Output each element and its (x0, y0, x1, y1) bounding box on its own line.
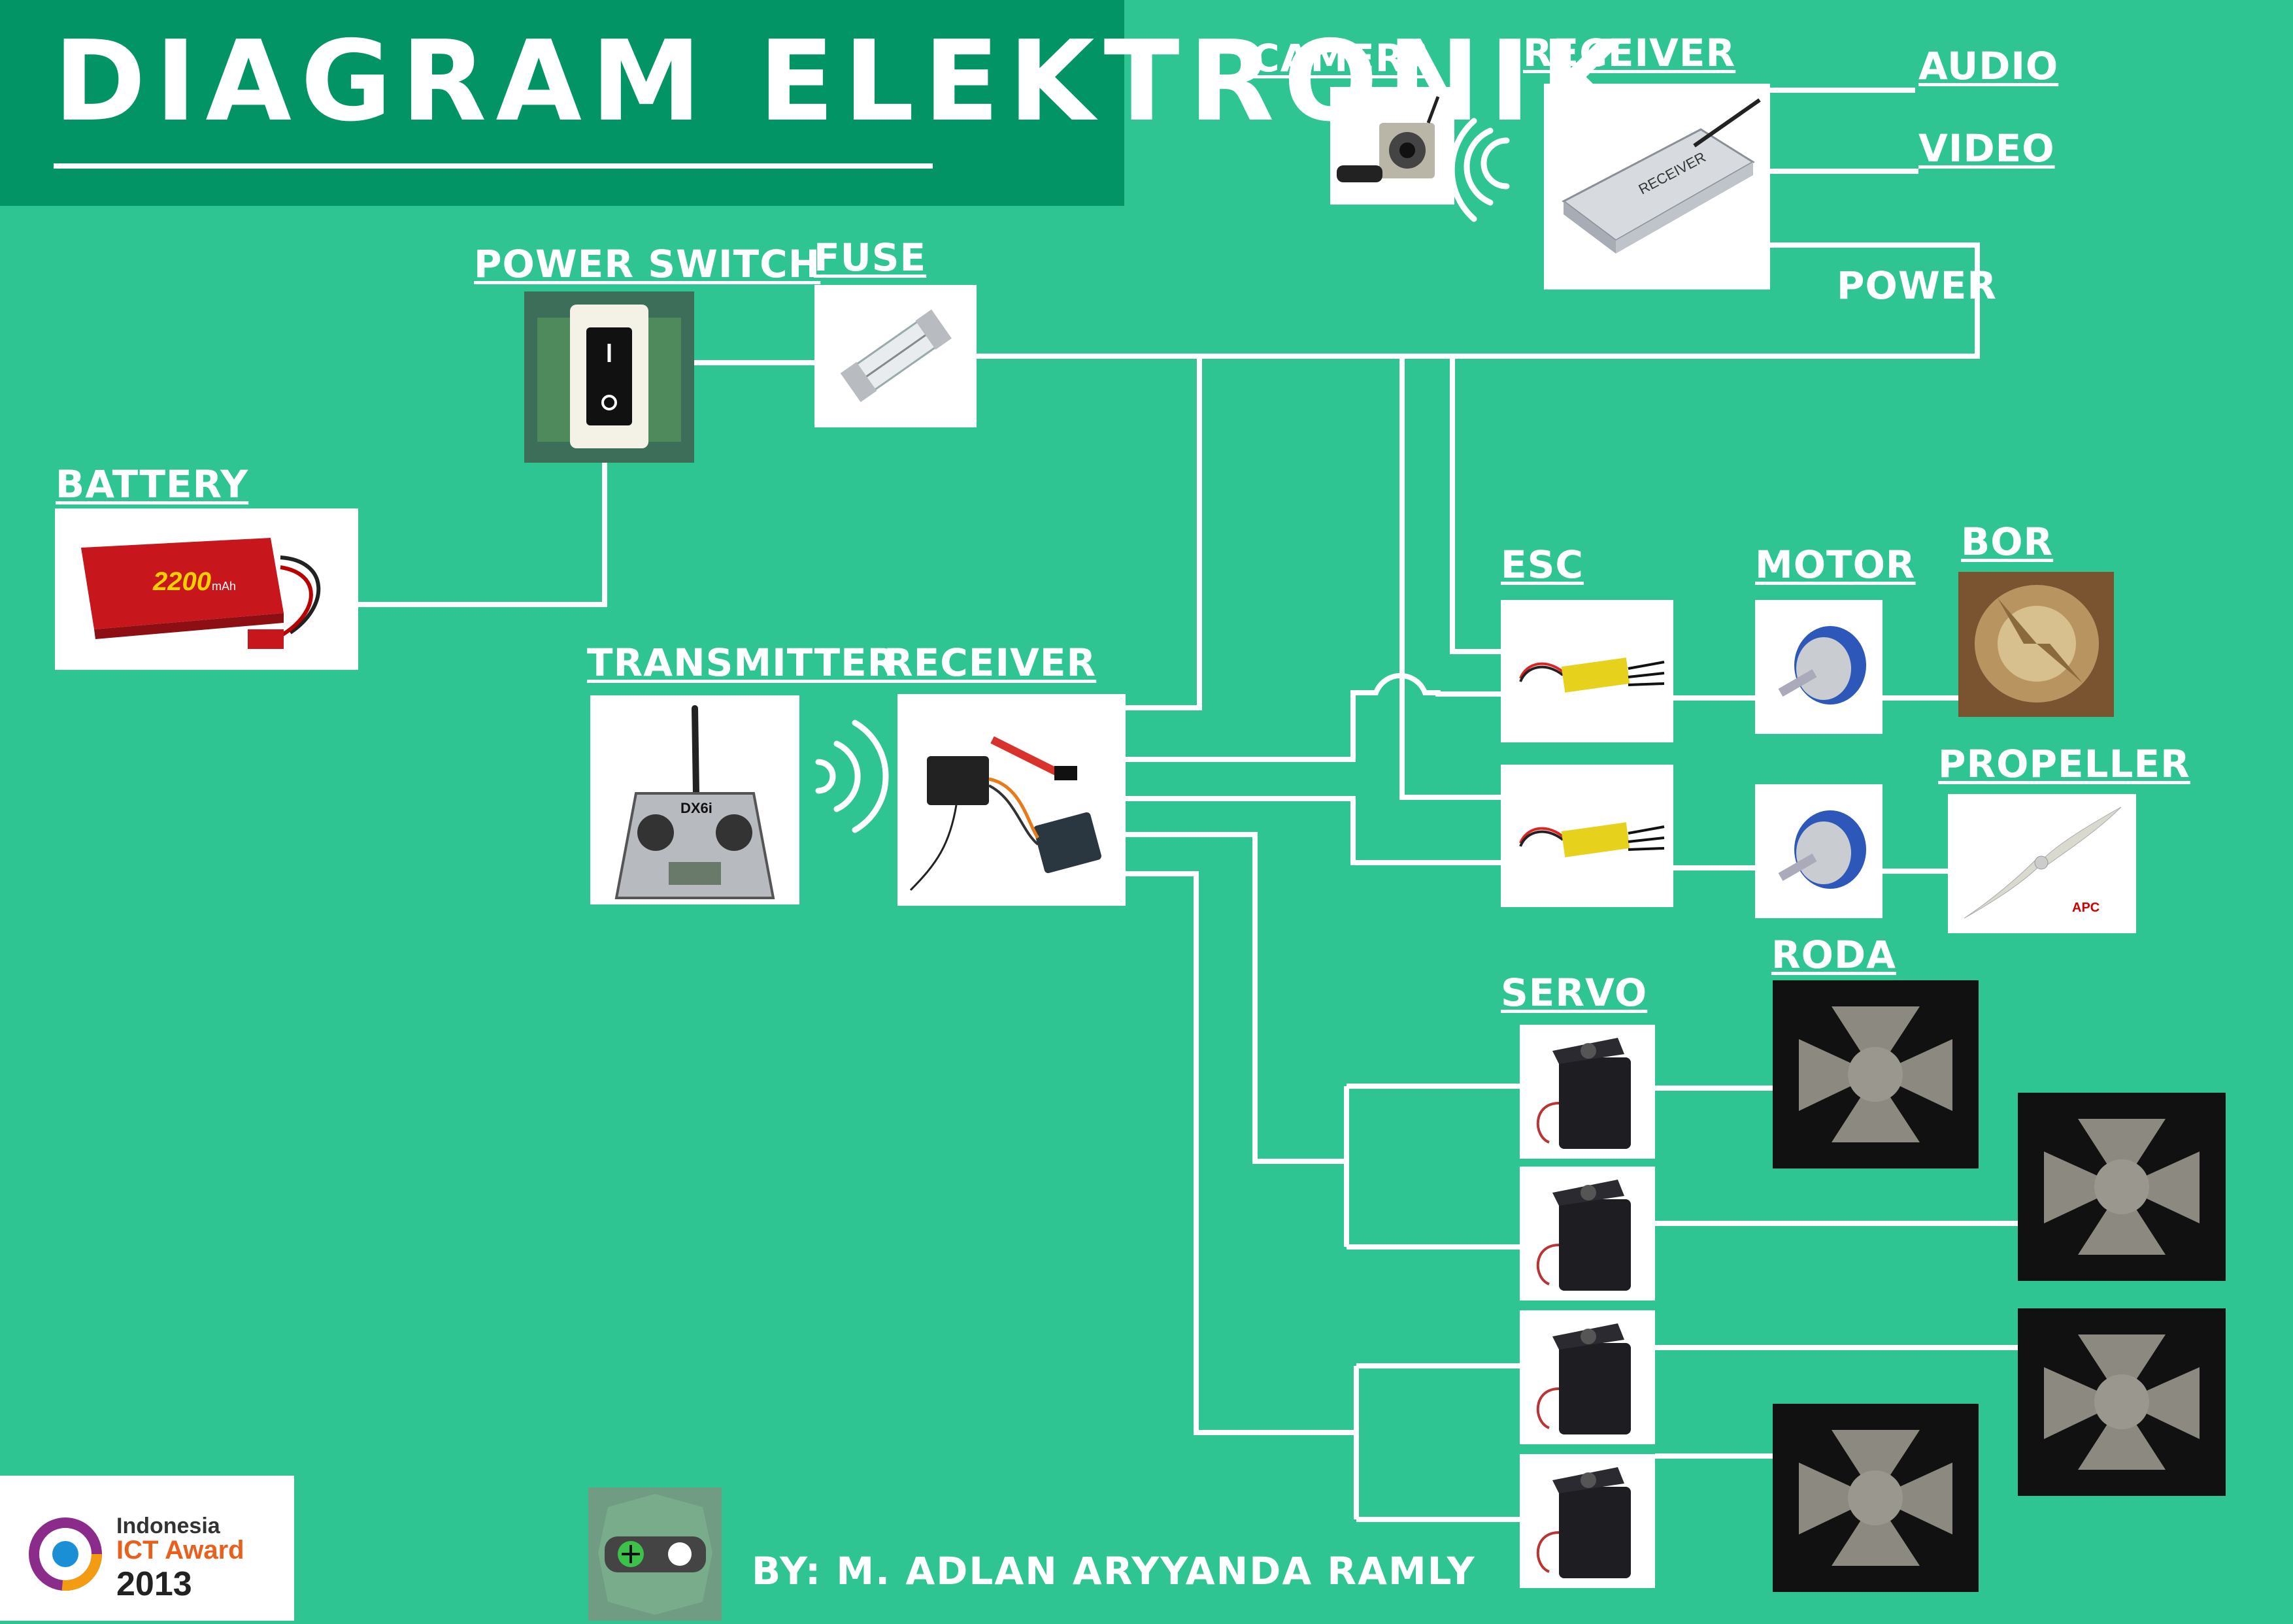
wheel-2-icon (2044, 1119, 2200, 1255)
servo-4-image (1520, 1454, 1655, 1588)
camera-image (1330, 87, 1454, 205)
wheel-3-icon (2044, 1334, 2200, 1470)
label-roda: RODA (1771, 933, 1896, 977)
servo-1-icon (1536, 1038, 1631, 1149)
robot-icon (588, 1487, 722, 1621)
esc-2-icon (1519, 822, 1665, 857)
roda-2-image (2018, 1093, 2226, 1281)
wire-rc-servo-group1 (1126, 832, 1347, 1164)
fuse-image (814, 285, 977, 427)
label-audio: AUDIO (1918, 44, 2059, 88)
servo-3-icon (1536, 1323, 1631, 1434)
esc-1-icon (1519, 657, 1665, 693)
power-switch-image (524, 291, 694, 463)
label-battery: BATTERY (56, 462, 249, 506)
motor-2-image (1755, 784, 1883, 918)
ict-award-emblem-icon (29, 1517, 102, 1591)
bor-image (1958, 572, 2114, 717)
motor-1-icon (1778, 626, 1866, 704)
servo-4-icon (1536, 1467, 1631, 1578)
battery-icon: 2200 mAh (81, 538, 321, 649)
transmitter-model-text: DX6i (680, 800, 712, 816)
propeller-image: APC (1948, 794, 2136, 933)
label-camera: CAMERA (1252, 36, 1435, 80)
wire-battery-switch (358, 461, 607, 607)
propeller-brand-text: APC (2072, 901, 2100, 915)
ict-award-logo: Indonesia ICT Award 2013 (0, 1476, 294, 1621)
logo-line1: Indonesia (116, 1514, 220, 1538)
wheel-4-icon (1799, 1430, 1952, 1566)
camera-wireless-waves-icon (1448, 118, 1510, 222)
transmitter-image: DX6i (590, 695, 799, 904)
fuse-icon (840, 309, 952, 403)
servo-3-image (1520, 1310, 1655, 1444)
wire-fuse-bus (977, 242, 1980, 359)
rc-receiver-icon (909, 736, 1101, 891)
battery-image: 2200 mAh (55, 508, 358, 670)
byline: BY: M. ADLAN ARYYANDA RAMLY (752, 1549, 1476, 1593)
esc-2-image (1501, 765, 1673, 907)
label-servo: SERVO (1501, 970, 1648, 1015)
label-power: POWER (1837, 263, 1998, 308)
title-underline (54, 163, 933, 169)
label-receiver-rc: RECEIVER (884, 640, 1097, 685)
servo-2-icon (1536, 1180, 1631, 1291)
label-power-switch: POWER SWITCH (474, 242, 821, 286)
rc-receiver-image (897, 694, 1126, 906)
label-transmitter: TRANSMITTER (587, 640, 897, 685)
label-receiver-video: RECEIVER (1523, 31, 1736, 75)
roda-1-image (1773, 980, 1979, 1168)
bor-icon (1958, 572, 2114, 717)
wheel-1-icon (1799, 1006, 1952, 1142)
wire-rc-esc1 (1126, 673, 1501, 762)
motor-2-icon (1778, 810, 1866, 889)
battery-unit-text: mAh (212, 580, 236, 593)
wire-rc-servo-group2 (1126, 871, 1356, 1435)
rc-wireless-waves-icon (815, 720, 889, 833)
transmitter-icon: DX6i (614, 705, 775, 899)
servo-1-image (1520, 1025, 1655, 1159)
logo-line3: 2013 (116, 1565, 192, 1603)
label-esc: ESC (1501, 542, 1584, 587)
label-video: VIDEO (1918, 126, 2055, 171)
wire-rc-esc2 (1126, 796, 1501, 865)
wire-bus-rc-receiver (1126, 356, 1202, 710)
label-bor: BOR (1961, 520, 2054, 564)
label-fuse: FUSE (814, 235, 927, 280)
roda-3-image (2018, 1308, 2226, 1496)
wire-bus-esc1 (1450, 356, 1501, 654)
video-receiver-icon: RECEIVER (1562, 98, 1761, 254)
video-receiver-image: RECEIVER (1544, 84, 1770, 290)
logo-line2: ICT Award (116, 1536, 244, 1565)
motor-1-image (1755, 600, 1883, 734)
battery-capacity-text: 2200 (152, 567, 211, 596)
robot-logo (588, 1487, 722, 1621)
esc-1-image (1501, 600, 1673, 742)
propeller-icon: APC (1964, 806, 2122, 919)
power-switch-icon (537, 305, 681, 448)
label-propeller: PROPELLER (1938, 742, 2190, 786)
roda-4-image (1773, 1404, 1979, 1592)
wire-bus-esc2 (1399, 356, 1501, 800)
servo-2-image (1520, 1167, 1655, 1301)
label-motor: MOTOR (1755, 542, 1916, 587)
title-band (0, 0, 1124, 206)
camera-icon (1337, 96, 1440, 182)
